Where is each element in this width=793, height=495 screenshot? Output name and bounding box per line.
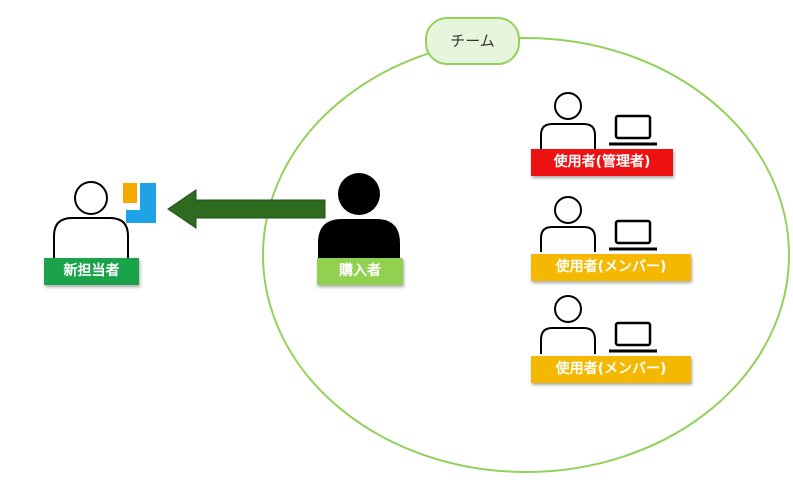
purchaser-person-icon — [318, 173, 400, 258]
user-member-label: 使用者(メンバー) — [531, 254, 691, 281]
new-owner-person-icon — [53, 181, 129, 258]
document-icon — [123, 183, 156, 223]
user-person-icon — [540, 295, 596, 354]
user-admin-label: 使用者(管理者) — [531, 149, 673, 176]
left-arrow-icon — [167, 189, 326, 229]
team-circle — [262, 37, 790, 473]
user-person-icon — [540, 196, 596, 252]
user-member-label: 使用者(メンバー) — [531, 356, 691, 383]
new-owner-label: 新担当者 — [44, 258, 139, 285]
team-label: チーム — [425, 17, 520, 65]
purchaser-label: 購入者 — [317, 258, 403, 285]
laptop-icon — [609, 321, 657, 353]
laptop-icon — [609, 114, 657, 146]
laptop-icon — [609, 219, 657, 251]
user-person-icon — [540, 92, 596, 150]
